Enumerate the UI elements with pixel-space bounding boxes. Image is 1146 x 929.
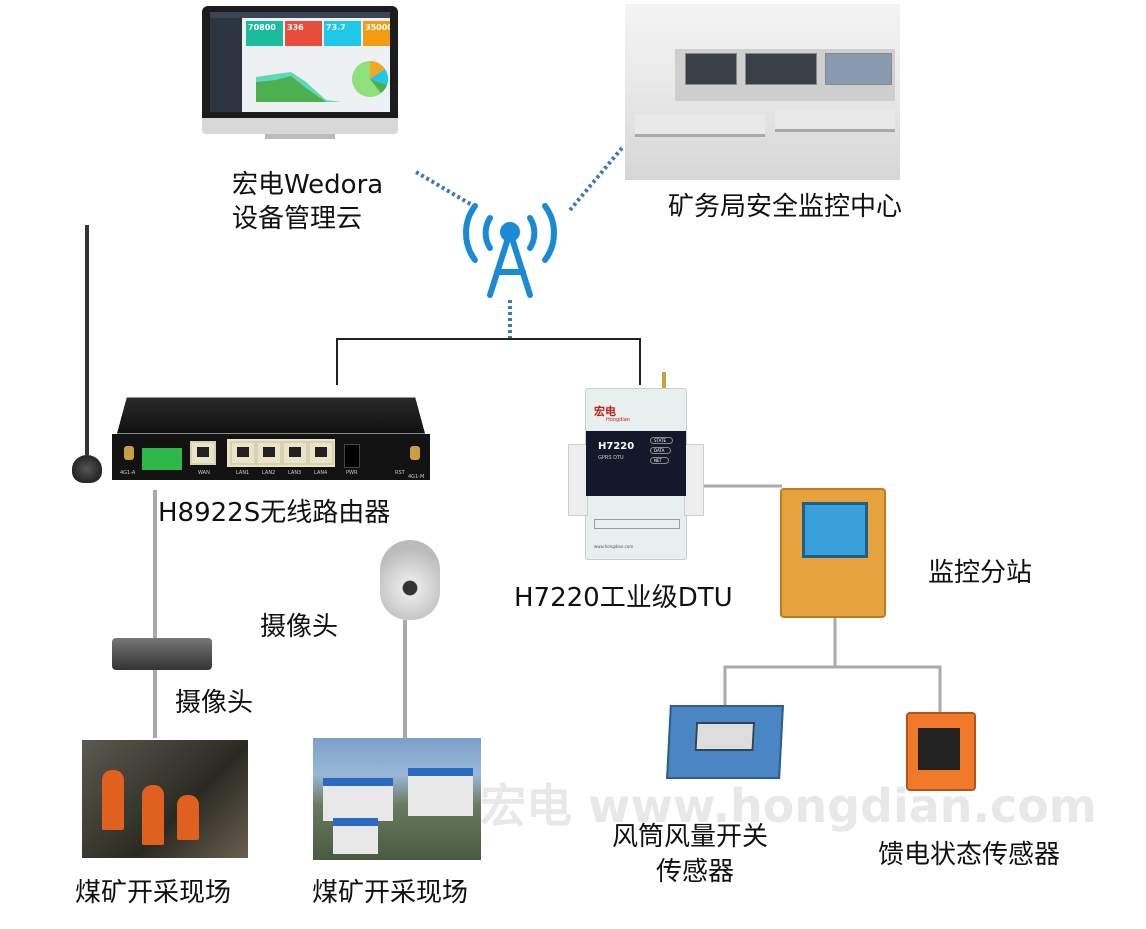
dome-camera-icon bbox=[380, 540, 440, 620]
port-label: 4G1-A bbox=[120, 470, 136, 476]
tile-2: 336 bbox=[285, 21, 322, 46]
dtu-h7220: 宏电 Hongdian H7220 GPRS DTU STATE DATA NE… bbox=[568, 388, 704, 560]
uplink-line bbox=[336, 338, 641, 385]
cloud-link bbox=[414, 170, 474, 207]
led-data: DATA bbox=[650, 447, 672, 454]
airflow-sensor bbox=[666, 705, 784, 779]
dtu-model: H7220 bbox=[598, 441, 635, 452]
port-label: RST bbox=[395, 470, 405, 476]
port-label: LAN3 bbox=[288, 470, 302, 476]
port-label: WAN bbox=[198, 470, 210, 476]
station-sensor1-line bbox=[723, 614, 837, 705]
port-label: 4G1-M bbox=[408, 474, 425, 480]
station-sensor2-line bbox=[835, 665, 942, 712]
tile-3: 73.7 bbox=[324, 21, 361, 46]
tile-1: 70800 bbox=[246, 21, 283, 46]
substation-label: 监控分站 bbox=[928, 558, 1033, 588]
site-1-label: 煤矿开采现场 bbox=[75, 878, 232, 908]
dome-camera-label: 摄像头 bbox=[260, 612, 339, 642]
port-label: PWR bbox=[346, 470, 358, 476]
site-2-label: 煤矿开采现场 bbox=[312, 878, 469, 908]
port-label: LAN1 bbox=[236, 470, 250, 476]
cloud-dashboard-monitor: 70800 336 73.7 350000 bbox=[202, 6, 398, 118]
router-label: H8922S无线路由器 bbox=[158, 498, 391, 528]
dtu-antenna-icon bbox=[662, 372, 666, 388]
box-camera-icon bbox=[112, 638, 212, 670]
antenna-icon bbox=[85, 225, 89, 455]
center-link bbox=[568, 146, 624, 212]
monitor-stand bbox=[265, 134, 335, 139]
port-label: LAN2 bbox=[262, 470, 276, 476]
monitoring-substation bbox=[780, 488, 886, 618]
dtu-brand: 宏电 bbox=[594, 405, 616, 418]
feed-status-sensor bbox=[906, 712, 976, 791]
area-chart-icon bbox=[256, 72, 341, 102]
cloud-label-line1: 宏电Wedora bbox=[232, 170, 384, 200]
dtu-subtitle: GPRS DTU bbox=[598, 455, 624, 461]
monitor-center-label: 矿务局安全监控中心 bbox=[668, 192, 903, 222]
box-camera-label: 摄像头 bbox=[175, 688, 254, 718]
mining-site-photo-2 bbox=[313, 738, 481, 860]
control-room-photo bbox=[625, 4, 900, 180]
dtu-brand-en: Hongdian bbox=[606, 417, 630, 423]
mining-site-photo-1 bbox=[82, 740, 248, 858]
monitor-chin bbox=[202, 118, 398, 134]
router-h8922s: 4G1-A WAN LAN1 LAN2 LAN3 LAN4 PWR RST 4G… bbox=[112, 396, 430, 480]
airflow-sensor-label-2: 传感器 bbox=[656, 857, 735, 887]
led-state: STATE bbox=[650, 437, 674, 444]
tile-4: 350000 bbox=[363, 21, 390, 46]
led-net: NET bbox=[650, 457, 669, 464]
signal-tower-icon bbox=[463, 203, 557, 298]
antenna-base bbox=[72, 455, 102, 483]
watermark: 宏电 www.hongdian.com bbox=[480, 779, 1097, 833]
dtu-url: www.hongdian.com bbox=[594, 544, 634, 549]
cloud-label-line2: 设备管理云 bbox=[232, 204, 363, 234]
dtu-label: H7220工业级DTU bbox=[514, 583, 733, 613]
airflow-sensor-label-1: 风筒风量开关 bbox=[612, 822, 769, 852]
pie-chart-icon bbox=[352, 60, 389, 97]
port-label: LAN4 bbox=[314, 470, 328, 476]
feed-sensor-label: 馈电状态传感器 bbox=[878, 840, 1061, 870]
